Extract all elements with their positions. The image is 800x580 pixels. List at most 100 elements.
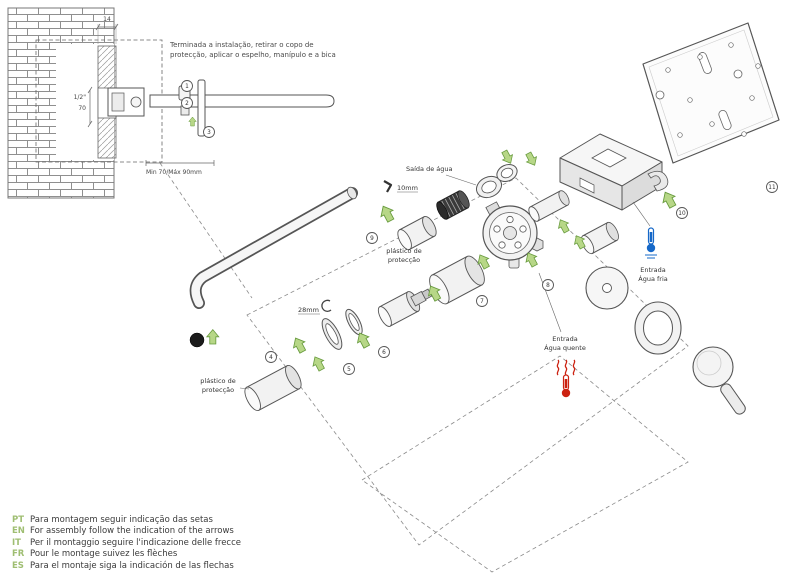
mounting-plate: [642, 22, 780, 164]
assembly-arrow-icon: [188, 116, 197, 127]
lang-code: IT: [12, 537, 21, 548]
escutcheon-ring: [634, 301, 682, 355]
callout: 3: [203, 126, 215, 138]
circlip-icon: [321, 299, 332, 312]
assembly-arrow-icon: [206, 329, 220, 345]
lang-row-es: ES Para el montaje siga la indicación de …: [12, 561, 241, 572]
svg-text:2: 2: [185, 101, 189, 107]
lang-code: FR: [12, 549, 25, 560]
callout: 6: [378, 346, 390, 358]
escutcheon-side-view: [197, 79, 206, 137]
handle-knob: [692, 346, 746, 415]
label-saida-agua: Saída de água: [406, 165, 453, 173]
installed-spout: [149, 94, 335, 108]
protection-cup-1: [397, 215, 437, 251]
label-cold-line2: Água fria: [638, 274, 668, 283]
construction-box-2: [361, 355, 689, 573]
callout: 9: [366, 232, 378, 244]
dimension-height: 1/2" 70: [74, 86, 93, 128]
lang-text: Para montagem seguir indicação das setas: [30, 515, 213, 525]
svg-text:9: 9: [370, 236, 374, 242]
label-ring-28mm: 28mm: [298, 306, 319, 314]
cold-water-thermometer-icon: [645, 227, 657, 259]
callout: 4: [265, 351, 277, 363]
lang-row-en: EN For assembly follow the indication of …: [12, 526, 241, 537]
label-cold-line1: Entrada: [640, 266, 666, 274]
assembly-arrow-icon: [522, 150, 541, 169]
construction-leader: [159, 162, 253, 299]
rubber-ring: [189, 332, 205, 348]
lang-code: EN: [12, 526, 25, 537]
svg-text:8: 8: [546, 283, 550, 289]
wall-section-inset: 14 1/2" 70 Min 70/Máx 90mm: [35, 16, 335, 176]
callout: 10: [676, 207, 688, 219]
dimension-width: 14: [95, 16, 119, 44]
lang-text: For assembly follow the indication of th…: [30, 526, 234, 537]
dimension-depth: Min 70/Máx 90mm: [145, 160, 215, 176]
note-line-2: protecção, aplicar o espelho, manípulo e…: [170, 51, 336, 59]
label-plastico-2-line1: plástico de: [200, 377, 235, 385]
mounting-bracket: [559, 133, 669, 211]
svg-text:10: 10: [678, 211, 686, 217]
callout: 11: [766, 181, 778, 193]
connector-cylinder: [528, 190, 570, 222]
lang-row-it: IT Per il montaggio seguire l'indicazione…: [12, 538, 241, 549]
callout: 2: [181, 97, 193, 109]
label-hot-line2: Água quente: [544, 343, 586, 352]
assembly-arrow-icon: [658, 188, 680, 211]
escutcheon-disc: [585, 266, 629, 310]
aerator-knurled: [436, 190, 470, 220]
assembly-arrow-icon: [554, 216, 573, 235]
svg-text:11: 11: [768, 185, 776, 191]
leader-line: [239, 387, 250, 390]
finishing-parts: [178, 79, 206, 137]
leader-line: [632, 201, 651, 227]
ring-nut-small: [345, 308, 363, 336]
dim-height-label: 70: [78, 105, 86, 112]
label-plastico-1-line1: plástico de: [386, 247, 421, 255]
lang-text: Para el montaje siga la indicación de la…: [30, 560, 234, 571]
svg-text:3: 3: [207, 130, 211, 136]
protection-cup-2: [244, 364, 302, 412]
installation-note: Terminada a instalação, retirar o copo d…: [169, 41, 336, 59]
exploded-view: [189, 22, 780, 415]
svg-text:4: 4: [269, 355, 273, 361]
callout: 5: [343, 363, 355, 375]
callout: 7: [476, 295, 488, 307]
svg-text:7: 7: [480, 299, 484, 305]
extension-cylinder: [581, 221, 619, 255]
lang-code: ES: [12, 560, 24, 571]
assembly-arrow-icon: [376, 202, 398, 225]
valve-body: [482, 201, 544, 269]
construction-box-1: [246, 177, 689, 546]
label-allen-10mm: 10mm: [397, 184, 418, 192]
assembly-arrow-icon: [309, 353, 328, 373]
lang-text: Pour le montage suivez les flèches: [30, 549, 178, 560]
label-hot-line1: Entrada: [552, 335, 578, 343]
dim-thread-label: 1/2": [74, 94, 87, 101]
svg-text:1: 1: [185, 84, 189, 90]
spout: [189, 186, 358, 309]
assembly-arrow-icon: [498, 148, 517, 167]
callouts: 1 2 3 4 5 6 7 8: [181, 80, 778, 375]
note-line-1: Terminada a instalação, retirar o copo d…: [169, 41, 314, 49]
svg-text:6: 6: [382, 350, 386, 356]
leader-line: [445, 174, 477, 186]
lang-row-fr: FR Pour le montage suivez les flèches: [12, 549, 241, 560]
label-plastico-1-line2: protecção: [388, 256, 420, 264]
labels: Saída de água 10mm 28mm plástico de prot…: [200, 165, 667, 394]
outlet-seal-rings: [475, 163, 518, 199]
lang-text: Per il montaggio seguire l'indicazione d…: [30, 537, 241, 548]
hot-water-thermometer-icon: [556, 359, 576, 398]
callout: 8: [542, 279, 554, 291]
cartridge: [377, 288, 433, 327]
allen-key-icon: [383, 180, 393, 193]
dim-width-label: 14: [103, 16, 111, 23]
ring-nut-large: [321, 318, 343, 350]
callout: 1: [181, 80, 193, 92]
dim-depth-label: Min 70/Máx 90mm: [146, 169, 202, 176]
label-plastico-2-line2: protecção: [202, 386, 234, 394]
